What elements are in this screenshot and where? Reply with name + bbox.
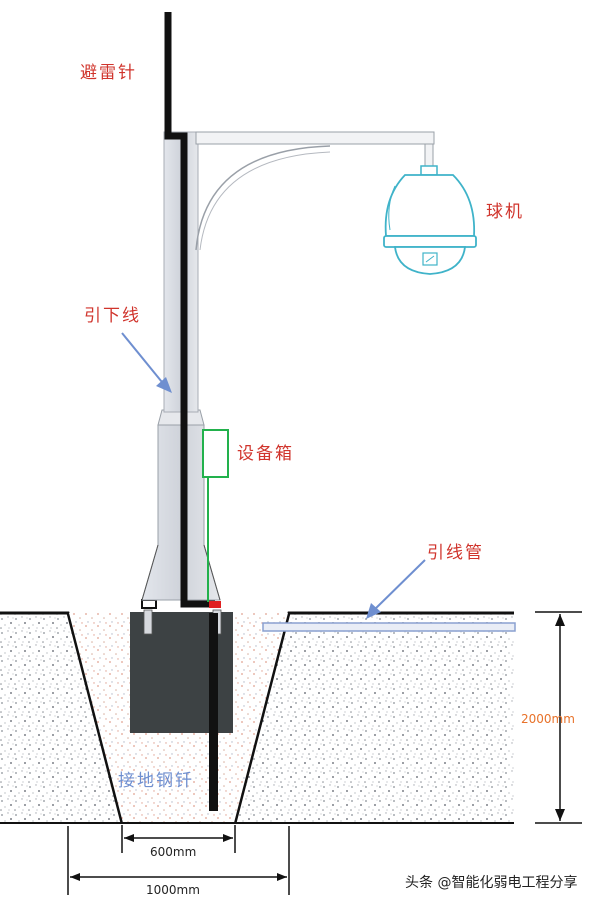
down-conductor-arrow: [121, 332, 172, 393]
pole-stay: [141, 544, 159, 601]
watermark: 头条 @智能化弱电工程分享: [405, 875, 578, 891]
pole-stay: [203, 544, 221, 601]
top-width-label: 1000mm: [146, 883, 200, 897]
down-conductor-label: 引下线: [84, 306, 141, 326]
equipment-box: [202, 429, 229, 478]
conduit-arrow: [366, 559, 426, 619]
anchor-bolt: [143, 609, 153, 635]
bottom-width-label: 600mm: [150, 845, 197, 859]
camera-arm: [195, 131, 435, 251]
ground-rod: [209, 613, 218, 811]
depth-label: 2000mm: [521, 712, 575, 726]
base-plate-marker: [141, 599, 157, 609]
camera-label: 球机: [486, 202, 524, 222]
equipment-box-label: 设备箱: [237, 444, 294, 464]
conduit-pipe: [262, 622, 516, 632]
top-width-dimension: [67, 826, 290, 895]
ground-rod-label: 接地钢钎: [118, 771, 194, 791]
depth-dimension: [535, 611, 582, 824]
lightning-rod-conductor: [164, 12, 215, 608]
dome-camera: [383, 165, 477, 275]
bottom-width-dimension: [121, 825, 236, 853]
lightning-rod-label: 避雷针: [80, 63, 137, 83]
ground-connection-point: [209, 601, 221, 608]
conduit-label: 引线管: [427, 543, 484, 563]
